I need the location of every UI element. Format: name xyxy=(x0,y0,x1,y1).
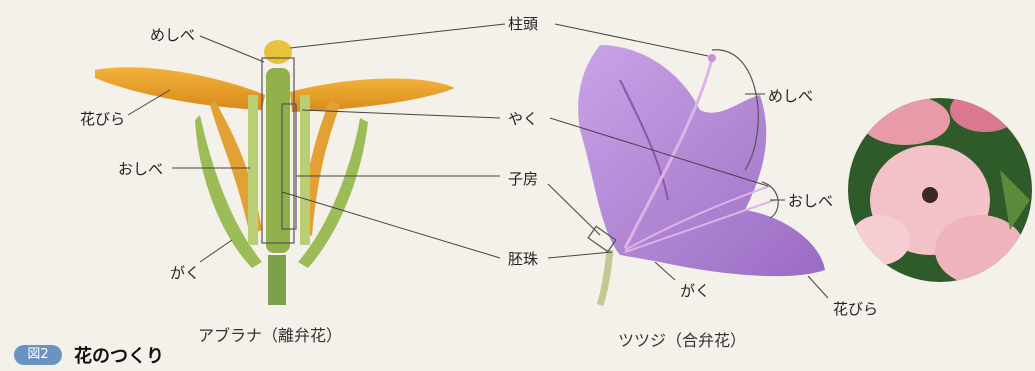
label-anther: やく xyxy=(508,108,538,129)
label-pistil-left: めしべ xyxy=(150,24,195,45)
caption-tsutsuji: ツツジ（合弁花） xyxy=(618,327,746,351)
figure-number-badge: 図2 xyxy=(14,345,62,365)
label-sepal-left: がく xyxy=(170,262,200,283)
abrana-stem xyxy=(268,255,286,305)
abrana-petal-right xyxy=(290,78,455,112)
label-stamen-left: おしべ xyxy=(118,158,163,179)
abrana-stigma xyxy=(264,40,292,64)
leader-ovary-right xyxy=(548,184,600,235)
leader-sepal-right xyxy=(655,262,675,280)
leader-petal-right xyxy=(808,276,828,298)
label-petal-left: 花びら xyxy=(80,108,125,129)
label-ovule: 胚珠 xyxy=(508,248,538,269)
caption-abrana: アブラナ（離弁花） xyxy=(198,322,342,346)
tsutsuji-stigma xyxy=(708,54,716,62)
label-pistil-right: めしべ xyxy=(768,85,813,106)
abrana-stamen-right xyxy=(300,95,310,245)
leader-stigma-left xyxy=(290,24,505,48)
label-sepal-right: がく xyxy=(680,280,710,301)
label-ovary: 子房 xyxy=(508,168,538,189)
abrana-pistil xyxy=(266,68,290,253)
label-petal-right: 花びら xyxy=(833,298,878,319)
tsutsuji-pedicel xyxy=(600,250,610,305)
label-stigma: 柱頭 xyxy=(508,13,538,34)
leader-sepal-left xyxy=(200,240,232,262)
leader-pistil-left xyxy=(200,36,264,62)
tsutsuji-flower-illustration xyxy=(578,45,825,305)
label-stamen-right: おしべ xyxy=(788,190,833,211)
abrana-stamen-left xyxy=(248,95,258,245)
abrana-petal-left xyxy=(95,67,265,110)
azalea-photo xyxy=(848,88,1032,285)
figure-title: 花のつくり xyxy=(74,342,164,368)
leader-ovule-right xyxy=(548,252,612,258)
